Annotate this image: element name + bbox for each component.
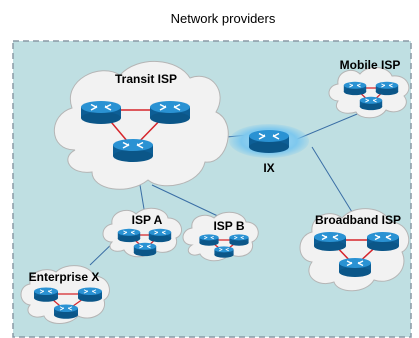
link-transit-ispb xyxy=(151,184,223,219)
router-icon xyxy=(149,100,191,125)
router-icon xyxy=(343,81,367,96)
router-icon xyxy=(112,138,154,163)
enterprise-x-label: Enterprise X xyxy=(29,270,100,284)
router-icon xyxy=(148,228,172,243)
router-icon xyxy=(313,231,347,252)
link-ix-broadband xyxy=(311,146,353,213)
router-icon xyxy=(338,257,372,278)
router-icon xyxy=(229,234,249,247)
isp-a-cloud xyxy=(102,207,183,258)
router-icon xyxy=(375,81,399,96)
router-icon xyxy=(53,304,79,320)
isp-b-label: ISP B xyxy=(213,219,244,233)
router-icon xyxy=(366,231,400,252)
router-icon xyxy=(33,287,59,303)
diagram-title: Network providers xyxy=(171,11,276,26)
transit-isp-label: Transit ISP xyxy=(115,72,177,86)
router-icon xyxy=(80,100,122,125)
isp-a-label: ISP A xyxy=(132,213,163,227)
broadband-isp-cloud xyxy=(299,208,410,292)
router-icon xyxy=(248,129,290,154)
router-icon xyxy=(77,287,103,303)
isp-b-cloud xyxy=(182,211,259,262)
router-icon xyxy=(214,246,234,259)
router-icon xyxy=(359,96,383,111)
broadband-isp-label: Broadband ISP xyxy=(315,213,401,227)
router-icon xyxy=(199,234,219,247)
router-icon xyxy=(133,242,157,257)
router-icon xyxy=(117,228,141,243)
transit-isp-cloud xyxy=(53,61,229,190)
ix-label: IX xyxy=(263,161,274,175)
mobile-isp-label: Mobile ISP xyxy=(340,58,401,72)
enterprise-x-cloud xyxy=(20,265,110,324)
mobile-isp-cloud xyxy=(328,67,410,119)
